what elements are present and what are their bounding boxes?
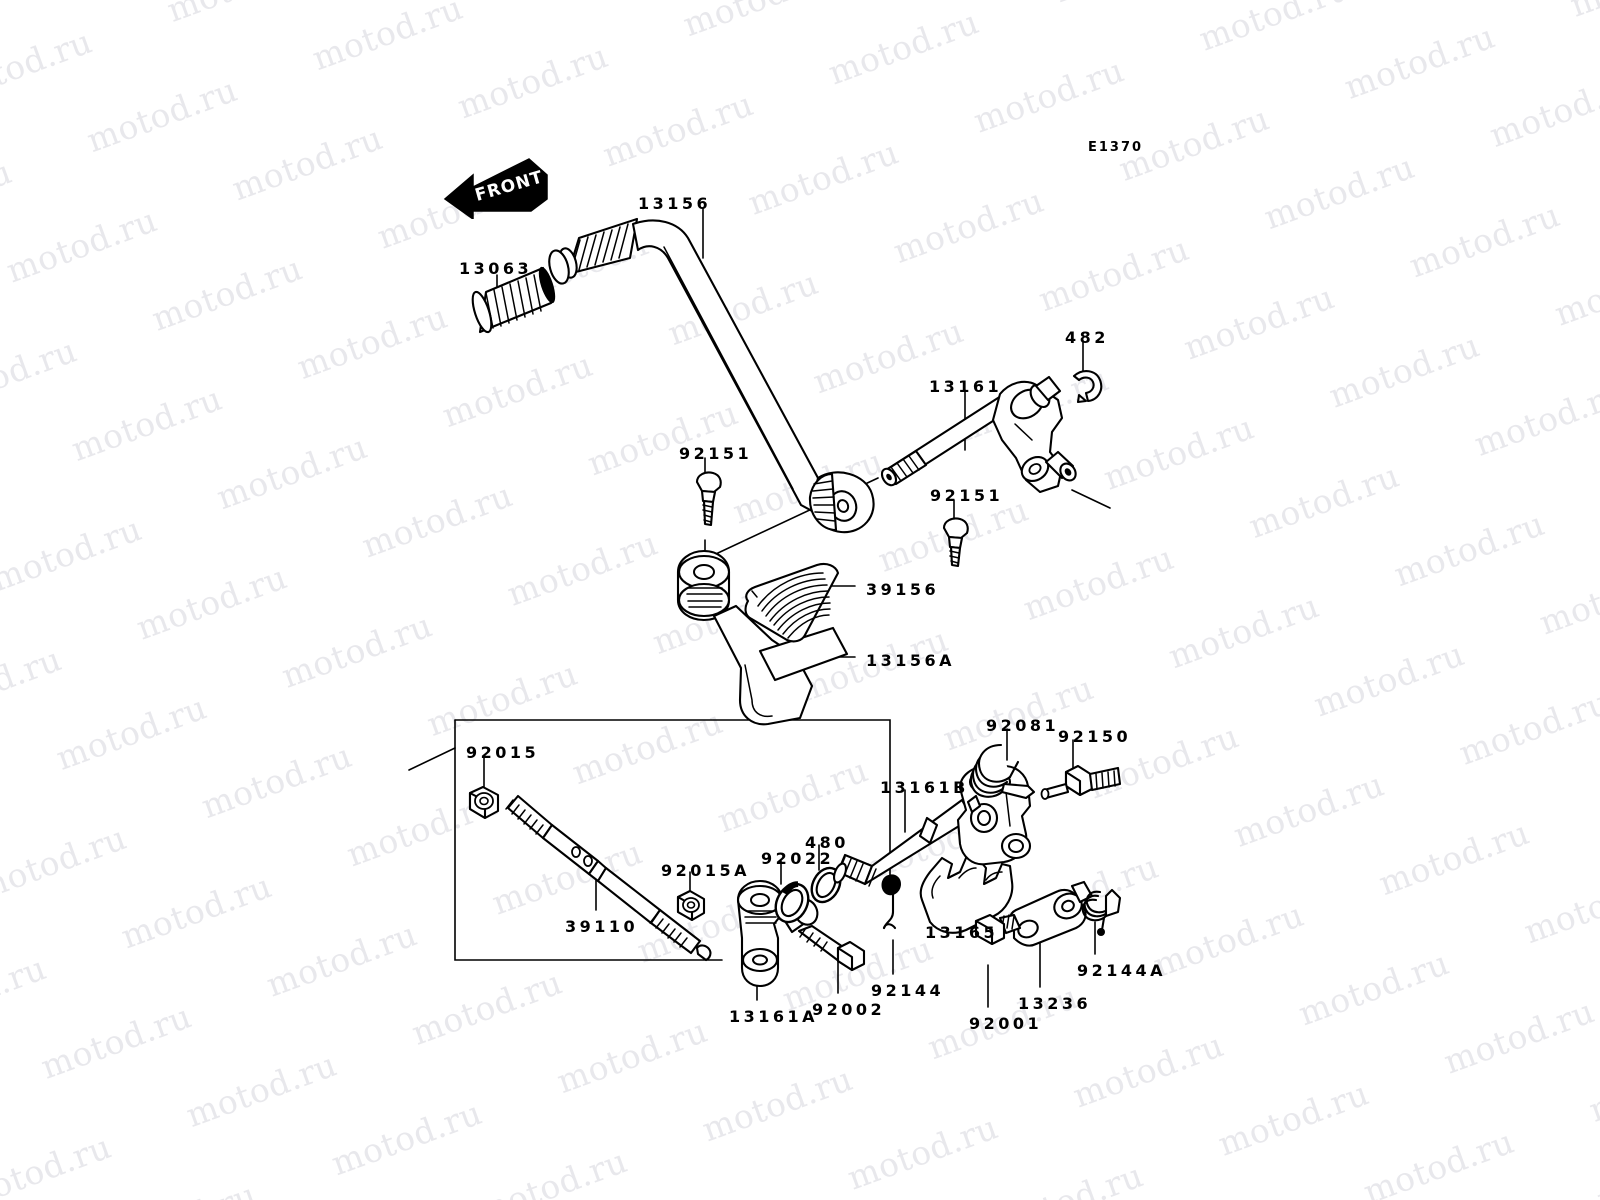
callout-13161: 13161 xyxy=(929,377,1003,396)
callout-92022: 92022 xyxy=(761,849,835,868)
front-direction-marker: FRONT xyxy=(443,158,548,219)
part-92151-bolt-right xyxy=(942,517,969,568)
callout-13236: 13236 xyxy=(1018,994,1092,1013)
callout-13063: 13063 xyxy=(459,259,533,278)
callout-13156A: 13156A xyxy=(866,651,956,670)
part-39110-tie-rod xyxy=(505,794,712,962)
callout-92001: 92001 xyxy=(969,1014,1043,1033)
callout-92151-upper: 92151 xyxy=(679,444,753,463)
part-482-circlip xyxy=(1072,370,1103,404)
part-pedal-arm-lower xyxy=(676,549,814,726)
part-92144A-spring xyxy=(1081,888,1122,936)
callout-39156: 39156 xyxy=(866,580,940,599)
part-13236-shift-lever-arm xyxy=(1008,880,1094,947)
part-39156-rubber-pad xyxy=(744,562,840,643)
part-13161-shift-shaft-lever xyxy=(880,375,1077,494)
callout-13161B: 13161B xyxy=(880,778,969,797)
callout-92081: 92081 xyxy=(986,716,1060,735)
callout-92002: 92002 xyxy=(812,1000,886,1019)
part-13156-gear-change-lever xyxy=(548,217,875,534)
part-92151-bolt-upper xyxy=(695,471,722,527)
callout-13156: 13156 xyxy=(638,194,712,213)
callout-13165: 13165 xyxy=(925,923,999,942)
callout-39110: 39110 xyxy=(565,917,639,936)
part-13156A-pedal-plate xyxy=(758,626,849,682)
callout-480: 480 xyxy=(805,833,849,852)
callout-92015: 92015 xyxy=(466,743,540,762)
part-13161B-gear-change-shaft xyxy=(832,798,974,887)
callout-92144A: 92144A xyxy=(1077,961,1167,980)
callout-92150: 92150 xyxy=(1058,727,1132,746)
part-92015-nut xyxy=(468,785,500,820)
callout-92015A: 92015A xyxy=(661,861,751,880)
callout-13161A: 13161A xyxy=(729,1007,819,1026)
part-92001-bolt xyxy=(974,913,1022,946)
diagram-id: E1370 xyxy=(1088,140,1144,155)
part-13063-grip-rubber xyxy=(471,266,556,334)
part-13165-shift-pawl-plate xyxy=(919,854,1014,934)
part-92015A-nut xyxy=(676,889,706,922)
callout-92151-right: 92151 xyxy=(930,486,1004,505)
part-92002-bolt xyxy=(797,924,866,972)
callout-92144: 92144 xyxy=(871,981,945,1000)
leader-lines xyxy=(408,207,1111,1008)
part-92144-spring xyxy=(881,874,901,930)
part-92081-return-spring xyxy=(970,743,1036,800)
part-92150-bolt xyxy=(1040,764,1122,800)
part-92022-washer xyxy=(774,881,810,924)
callout-482: 482 xyxy=(1065,328,1109,347)
